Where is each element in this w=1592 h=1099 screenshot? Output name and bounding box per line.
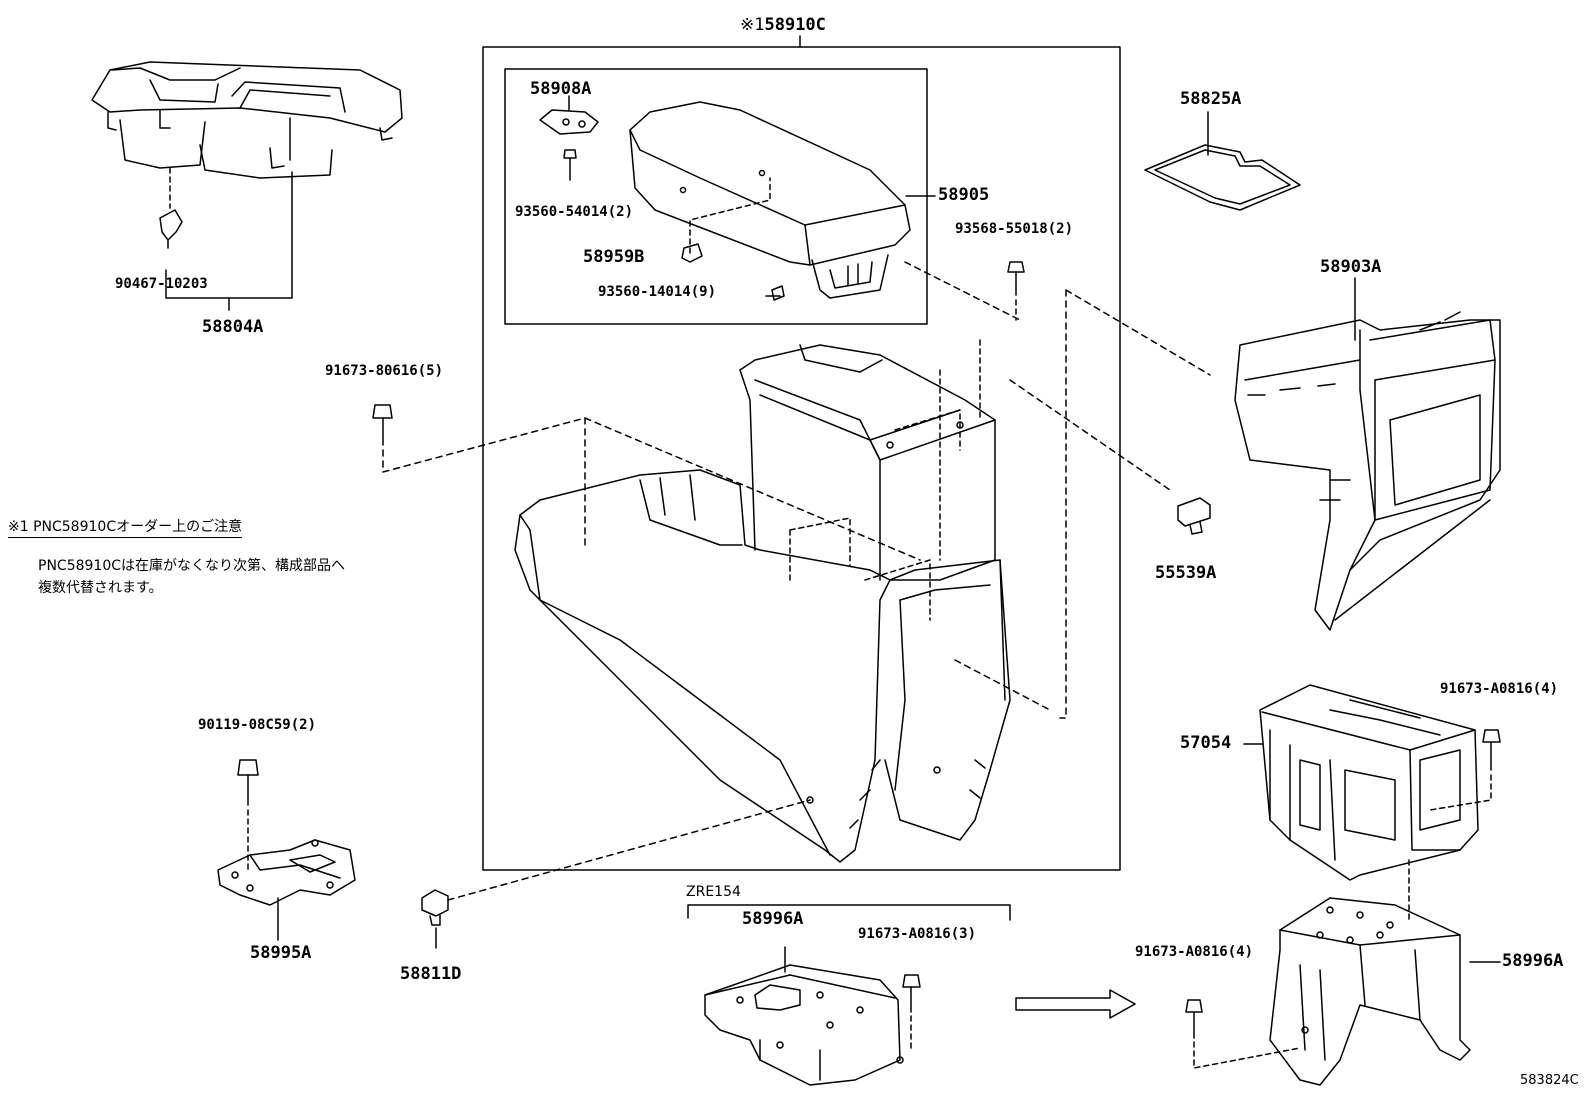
cup-holder-58804A xyxy=(91,61,403,179)
label-91673-A0816-upper: 91673-A0816(4) xyxy=(1440,681,1559,697)
leader-armrest-body xyxy=(904,261,1021,321)
leader-58959B xyxy=(689,177,771,254)
screw-90119 xyxy=(237,759,259,806)
label-58996A-left: 58996A xyxy=(742,909,804,929)
label-58995A: 58995A xyxy=(250,943,312,963)
screw-91673-A0816-3 xyxy=(902,974,921,1013)
bracket-58996A-left xyxy=(704,964,904,1086)
bracket-58908A xyxy=(539,109,599,135)
assembly-frame-58910C xyxy=(482,46,1121,871)
screw-91673-A0816-upper xyxy=(1482,729,1501,771)
clip-58959B xyxy=(681,243,703,263)
armrest-58905 xyxy=(629,101,911,299)
label-93568-55018: 93568-55018(2) xyxy=(955,221,1074,237)
label-90119-08C59: 90119-08C59(2) xyxy=(198,717,317,733)
label-93560-54014: 93560-54014(2) xyxy=(515,204,634,220)
label-91673-80616: 91673-80616(5) xyxy=(325,363,444,379)
bracket-58995A xyxy=(217,839,356,906)
assembly-part-number: 58910C xyxy=(764,15,826,35)
arrow-right xyxy=(1015,989,1136,1019)
label-90467-10203: 90467-10203 xyxy=(115,276,208,292)
clip-58811D xyxy=(421,889,449,926)
label-58804A: 58804A xyxy=(202,317,264,337)
screw-91673-80616 xyxy=(372,404,393,446)
variant-label: ZRE154 xyxy=(686,884,741,900)
screw-91673-A0816-lower xyxy=(1185,999,1203,1039)
label-57054: 57054 xyxy=(1180,733,1232,753)
note-line-2: 複数代替されます。 xyxy=(38,580,163,596)
panel-58903A xyxy=(1234,311,1501,631)
label-91673-A0816-lower: 91673-A0816(4) xyxy=(1135,944,1254,960)
label-93560-14014: 93560-14014(9) xyxy=(598,284,717,300)
label-58811D: 58811D xyxy=(400,964,462,984)
clip-90467 xyxy=(159,209,183,249)
variant-bracket xyxy=(687,904,1011,921)
bracket-58996A-right xyxy=(1269,897,1471,1086)
note-line-1: PNC58910Cは在庫がなくなり次第、構成部品へ xyxy=(38,558,346,574)
leader-91673-80616 xyxy=(382,417,586,546)
figure-number: 583824C xyxy=(1520,1073,1579,1088)
assembly-mark: ※1 xyxy=(740,15,765,35)
label-58908A: 58908A xyxy=(530,79,592,99)
assembly-label: ※158910C xyxy=(740,16,826,34)
label-58996A-right: 58996A xyxy=(1502,951,1564,971)
label-91673-A0816-3: 91673-A0816(3) xyxy=(858,926,977,942)
screw-93568-55018 xyxy=(1007,261,1025,296)
label-58959B: 58959B xyxy=(583,247,645,267)
cap-55539A xyxy=(1177,497,1211,535)
screw-93560-14014 xyxy=(765,285,785,301)
bracket-box-57054 xyxy=(1259,684,1479,881)
label-58903A: 58903A xyxy=(1320,257,1382,277)
label-58825A: 58825A xyxy=(1180,89,1242,109)
label-55539A: 55539A xyxy=(1155,563,1217,583)
note-title: ※1 PNC58910Cオーダー上のご注意 xyxy=(8,516,243,538)
label-58905: 58905 xyxy=(938,185,990,205)
pad-58825A xyxy=(1144,144,1301,211)
console-body xyxy=(514,344,1011,863)
screw-93560-54014 xyxy=(563,149,577,181)
